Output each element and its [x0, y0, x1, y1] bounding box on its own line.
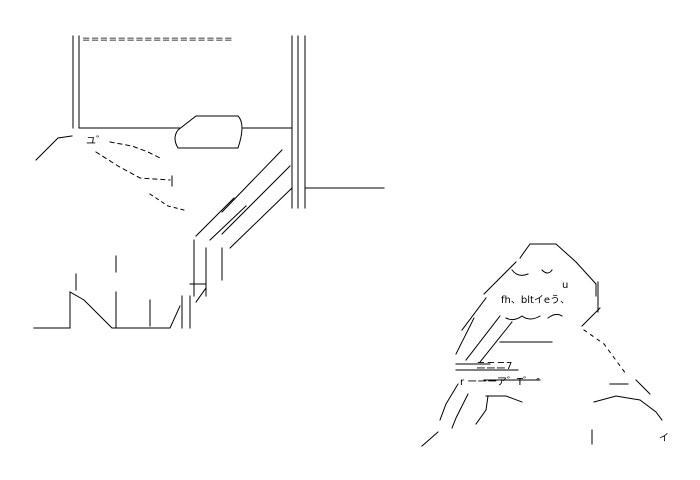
figure-arm-5 [229, 187, 293, 249]
figure2-right-calf [635, 379, 651, 395]
figure2-leg-left-3 [475, 395, 489, 425]
figure-shoulder-dash [109, 141, 161, 159]
figure2-head-left [483, 261, 517, 295]
figure2-cheek-right [547, 313, 563, 319]
figure2-eye-right [541, 269, 553, 274]
figure-arm-2 [221, 165, 291, 235]
figure2-back-curve [583, 329, 627, 375]
figure-lower-body [33, 291, 181, 329]
figure2-head-top [519, 243, 597, 297]
figure2-face-text: fh、bltイeう、 [501, 295, 571, 306]
figure2-arm-left-1 [465, 315, 501, 361]
figure2-foot-line [485, 395, 523, 403]
figure-elbow-dash [149, 193, 185, 211]
figure2-arm-right [581, 307, 601, 327]
figure-arm-3 [195, 197, 235, 237]
figure2-underline-text: ニニニ7 [476, 361, 513, 372]
figure2-foot-left [421, 431, 439, 447]
figure-arm-1 [221, 149, 283, 213]
figure2-body-left-1 [461, 297, 487, 331]
figure2-body-left-2 [455, 317, 475, 355]
figure2-eye-left [511, 269, 529, 276]
figure2-cheeks [505, 315, 541, 321]
figure-scrawl: ユ゛ [86, 136, 106, 147]
figure-head-outline [35, 135, 73, 161]
figure2-tail-mark: イ [659, 433, 669, 444]
eraser-icon [174, 115, 243, 149]
figure-arm-dash [95, 151, 171, 181]
figure2-right-leg-top [593, 395, 663, 421]
figure-hip-slash [195, 287, 207, 303]
figure2-leg-left-2 [451, 393, 469, 429]
figure-arm-4 [209, 205, 247, 241]
figure2-hand-marks: r ーーーア゛T゛ ″ [460, 377, 540, 388]
figure2-leg-left-1 [439, 383, 459, 421]
figure2-arm-left-2 [479, 321, 513, 363]
board-top-rail: ================= [82, 34, 233, 45]
figure2-mark-u: u [562, 280, 569, 291]
